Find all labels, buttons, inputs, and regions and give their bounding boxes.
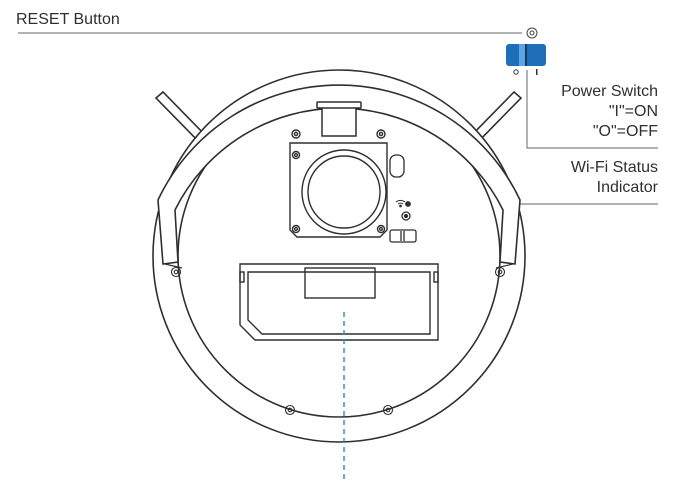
power-switch-icon (506, 44, 546, 66)
dust-bin (239, 263, 439, 341)
body-outer-circle (152, 69, 526, 443)
power-switch-leader-line (526, 70, 658, 149)
reset-hole (401, 211, 411, 221)
bumper-screws (170, 266, 506, 416)
reset-button-icon (526, 27, 538, 39)
power-switch-label: Power Switch (561, 83, 658, 100)
power-switch-off-label: "O"=OFF (592, 123, 658, 140)
wheel-housing (289, 129, 388, 238)
wifi-icon (395, 199, 411, 208)
sensor-slot (389, 154, 405, 178)
power-switch-on-label: "I"=ON (608, 103, 658, 120)
wifi-indicator-label-line2: Indicator (596, 179, 658, 196)
front-bumper (157, 84, 521, 265)
wifi-indicator-label-line1: Wi-Fi Status (570, 159, 658, 176)
control-panel (389, 154, 417, 243)
switch-on-symbol: I (534, 63, 537, 73)
power-switch-symbols (513, 69, 538, 75)
switch-housing (389, 229, 417, 243)
reset-button-label: RESET Button (16, 11, 120, 28)
robot-body (152, 69, 526, 443)
switch-off-symbol: o (512, 63, 517, 73)
top-hatch (316, 101, 362, 137)
